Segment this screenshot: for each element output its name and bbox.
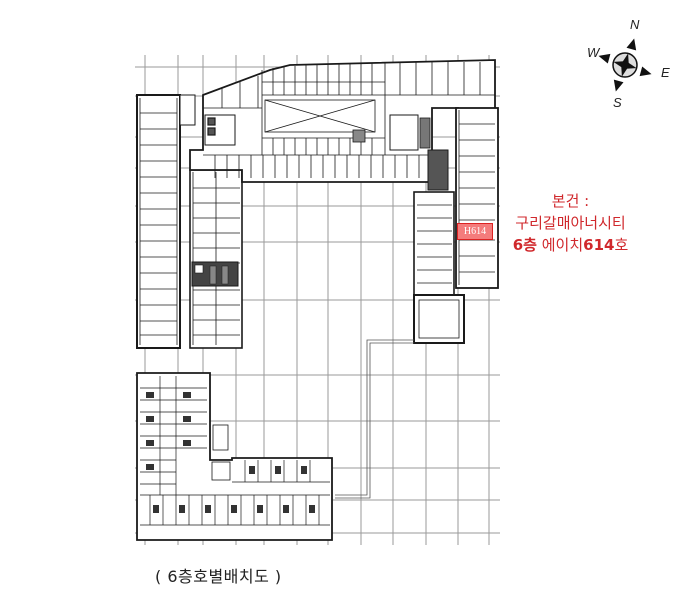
compass-icon [598, 38, 652, 92]
plan-caption: ( 6층호별배치도 ) [155, 567, 282, 586]
label-line-1: 본건 : [551, 192, 590, 210]
west-wing [136, 94, 196, 349]
compass-south: S [613, 95, 622, 110]
label-unit-number: 614 [583, 236, 615, 254]
subject-property-label: 본건 : 구리갈매아너시티 6층 에이치614호 [488, 190, 653, 256]
north-wing [189, 59, 496, 191]
link-corridor [335, 339, 414, 499]
compass-west: W [587, 45, 600, 60]
southwest-wing [136, 372, 333, 541]
unit-h614-tag: H614 [457, 223, 493, 240]
label-line-3: 6층 에이치614호 [488, 234, 653, 256]
label-building: 에이치 [536, 236, 584, 254]
compass-north: N [630, 17, 640, 32]
label-floor: 6층 [512, 236, 537, 254]
east-wing [413, 107, 499, 344]
inner-west-wing [189, 169, 243, 349]
label-line-2: 구리갈매아너시티 [515, 214, 626, 232]
compass-east: E [661, 65, 670, 80]
compass-rose: N W E S [575, 15, 675, 115]
label-unit-suffix: 호 [614, 236, 629, 254]
